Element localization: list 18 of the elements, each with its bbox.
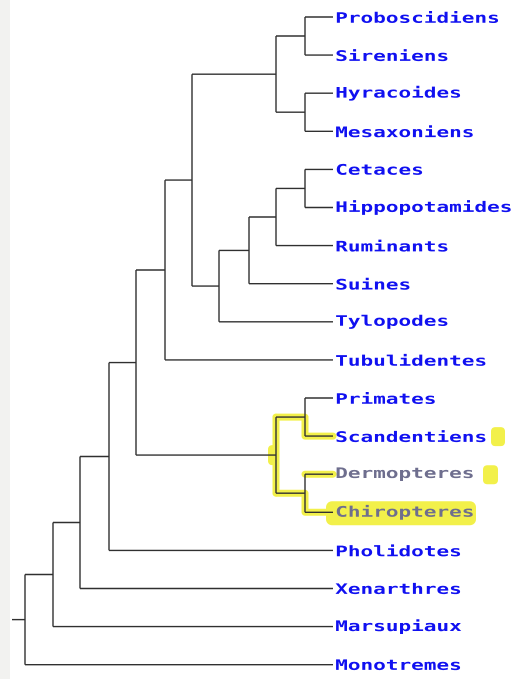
taxon-label: Hyracoides	[336, 86, 460, 101]
taxon-label: Primates	[336, 392, 435, 404]
taxon-label: Monotremes	[336, 659, 460, 670]
taxon-label: Dermopteres	[336, 467, 473, 481]
taxon-label: Xenarthres	[335, 582, 460, 594]
taxon-label: Tylopodes	[336, 314, 448, 329]
taxon-label: Pholidotes	[336, 544, 460, 556]
taxon-label: Chiropteres	[336, 504, 473, 520]
taxon-label: Hippopotamides	[336, 200, 511, 215]
taxon-label: Sireniens	[336, 49, 448, 62]
taxon-label: Cetaces	[336, 164, 422, 175]
taxon-label: Mesaxoniens	[336, 125, 473, 138]
taxon-label: Proboscidiens	[336, 11, 498, 23]
taxon-label: Marsupiaux	[336, 619, 462, 634]
taxon-label: Ruminants	[336, 240, 448, 252]
taxon-label: Scandentiens	[336, 430, 486, 442]
taxon-label: Tubulidentes	[336, 354, 486, 366]
taxon-label: Suines	[336, 278, 410, 290]
